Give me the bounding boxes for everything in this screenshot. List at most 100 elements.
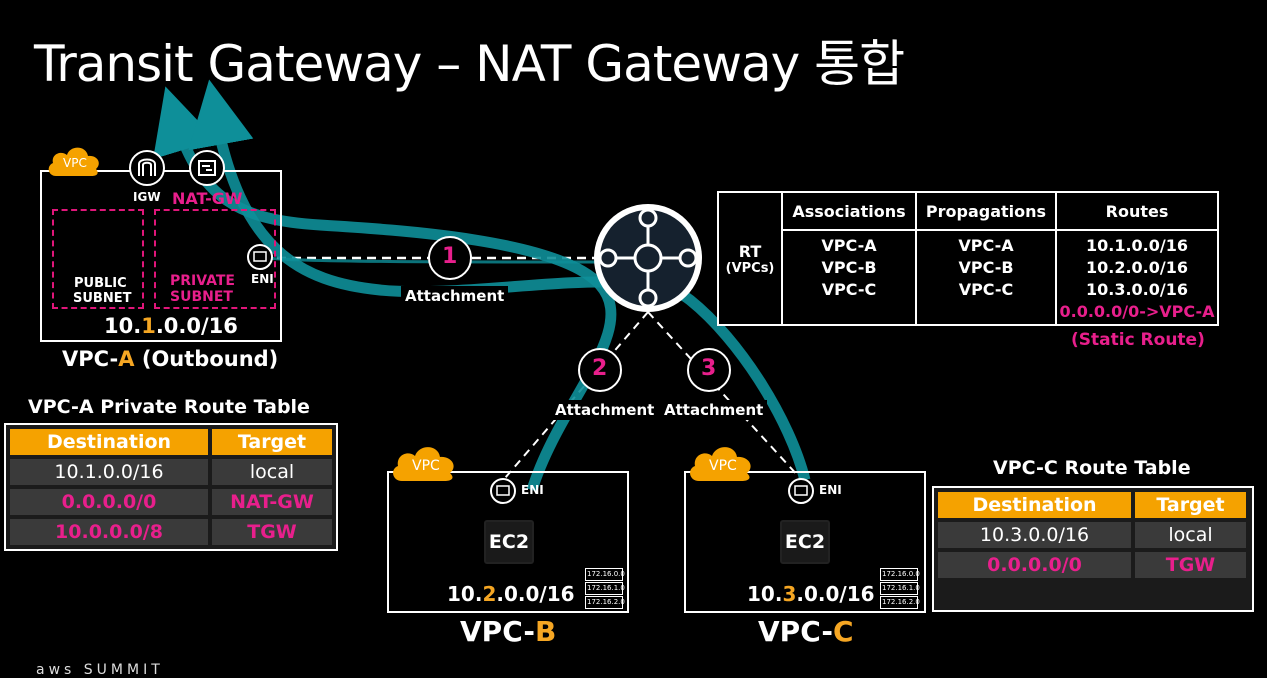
- nat-gateway-icon: [189, 150, 225, 186]
- tgw-associations-cell: VPC-A VPC-B VPC-C: [781, 229, 917, 326]
- vpc-a-rt-dest: 10.1.0.0/16: [10, 459, 208, 485]
- vpc-a-rt-dest: 10.0.0.0/8: [10, 519, 208, 545]
- attachment-line-2: [504, 311, 649, 479]
- vpc-a-rt-target: TGW: [212, 519, 332, 545]
- vpc-b-eni-icon: [490, 478, 516, 504]
- vpc-b-cloud-label: VPC: [412, 458, 440, 474]
- vpc-a-cloud-label: VPC: [63, 156, 87, 170]
- chip-line: 172.16.0.0: [585, 568, 625, 581]
- attachment-circle-2: [578, 348, 622, 392]
- tgw-rt-sub: (VPCs): [725, 260, 775, 276]
- vpc-c-route-table: Destination Target 10.3.0.0/16 local 0.0…: [934, 488, 1250, 582]
- nat-gw-label: NAT-GW: [172, 189, 243, 208]
- tgw-rt-label: RT: [738, 241, 762, 261]
- vpc-b-box: [387, 471, 629, 613]
- vpc-b-subnet-chip: 172.16.0.0 172.16.1.0 172.16.2.0: [585, 568, 625, 609]
- chip-line: 172.16.1.0: [880, 582, 920, 595]
- igw-label: IGW: [133, 190, 161, 204]
- public-subnet-label-1: PUBLIC: [74, 276, 127, 291]
- tgw-static-route: 0.0.0.0/0->VPC-A: [1059, 302, 1215, 321]
- vpc-a-name: VPC-A (Outbound): [62, 347, 279, 371]
- tgw-header-propagations: Propagations: [915, 191, 1057, 231]
- vpc-c-route-table-title: VPC-C Route Table: [993, 457, 1191, 479]
- tgw-route-table: RT (VPCs) Associations Propagations Rout…: [717, 191, 1219, 326]
- attachment-circle-1: [428, 236, 472, 280]
- tgw-header-routes: Routes: [1055, 191, 1219, 231]
- table-row: 0.0.0.0/0 TGW: [938, 552, 1246, 578]
- list-item: VPC-C: [958, 280, 1014, 299]
- chip-line: 172.16.2.0: [880, 596, 920, 609]
- vpc-a-rt-header-target: Target: [212, 429, 332, 455]
- attachment-label-1: Attachment: [401, 286, 509, 306]
- vpc-a-rt-dest: 0.0.0.0/0: [10, 489, 208, 515]
- vpc-c-rt-header-destination: Destination: [938, 492, 1131, 518]
- vpc-c-name: VPC-C: [758, 615, 854, 648]
- table-row: 0.0.0.0/0 NAT-GW: [10, 489, 332, 515]
- private-subnet-box: [154, 209, 276, 309]
- private-subnet-label-1: PRIVATE: [170, 273, 235, 289]
- vpc-b-cloud-icon: [393, 447, 454, 481]
- vpc-a-rt-target: local: [212, 459, 332, 485]
- attachment-line-3: [647, 311, 801, 479]
- tgw-propagations-cell: VPC-A VPC-B VPC-C: [915, 229, 1057, 326]
- attachment-number-1: 1: [442, 244, 458, 269]
- vpc-c-rt-target: TGW: [1135, 552, 1246, 578]
- public-subnet-box: [52, 209, 144, 309]
- list-item: VPC-A: [821, 236, 877, 255]
- public-subnet-label-2: SUBNET: [73, 291, 132, 306]
- tgw-routes-cell: 10.1.0.0/16 10.2.0.0/16 10.3.0.0/16 0.0.…: [1055, 229, 1219, 326]
- vpc-c-eni-label: ENI: [819, 483, 842, 497]
- tgw-static-route-note: (Static Route): [1071, 330, 1205, 350]
- vpc-b-cidr: 10.2.0.0/16: [447, 582, 575, 606]
- vpc-a-eni-label: ENI: [251, 272, 274, 286]
- vpc-c-subnet-chip: 172.16.0.0 172.16.1.0 172.16.2.0: [880, 568, 920, 609]
- igw-icon: [129, 150, 165, 186]
- vpc-a-route-table: Destination Target 10.1.0.0/16 local 0.0…: [4, 423, 338, 551]
- vpc-a-rt-header-destination: Destination: [10, 429, 208, 455]
- vpc-c-cloud-icon: [690, 447, 751, 481]
- attachment-number-3: 3: [701, 356, 717, 381]
- attachment-label-3: Attachment: [660, 400, 768, 420]
- attachment-circle-3: [687, 348, 731, 392]
- list-item: VPC-C: [821, 280, 877, 299]
- list-item: VPC-B: [958, 258, 1014, 277]
- attachment-label-2: Attachment: [551, 400, 659, 420]
- path-vpc-c-to-internet: [188, 79, 811, 482]
- list-item: VPC-A: [958, 236, 1014, 255]
- vpc-b-name: VPC-B: [460, 615, 557, 648]
- transit-gateway-icon: [594, 204, 702, 312]
- vpc-c-ec2-icon: EC2: [780, 520, 830, 564]
- tgw-rt-label-cell: RT (VPCs): [717, 191, 783, 326]
- vpc-a-route-table-title: VPC-A Private Route Table: [28, 396, 310, 418]
- attachment-number-2: 2: [592, 356, 608, 381]
- page-title: Transit Gateway – NAT Gateway 통합: [34, 35, 905, 93]
- vpc-c-eni-icon: [788, 478, 814, 504]
- list-item: VPC-B: [821, 258, 877, 277]
- vpc-c-cidr: 10.3.0.0/16: [747, 582, 875, 606]
- chip-line: 172.16.0.0: [880, 568, 920, 581]
- vpc-a-cidr: 10.1.0.0/16: [104, 314, 238, 338]
- vpc-c-box: [684, 471, 926, 613]
- vpc-a-eni-icon: [247, 244, 273, 270]
- table-row: 10.1.0.0/16 local: [10, 459, 332, 485]
- private-subnet-label-2: SUBNET: [170, 289, 233, 305]
- vpc-c-rt-dest: 10.3.0.0/16: [938, 522, 1131, 548]
- chip-line: 172.16.2.0: [585, 596, 625, 609]
- list-item: 10.2.0.0/16: [1085, 258, 1188, 277]
- chip-line: 172.16.1.0: [585, 582, 625, 595]
- list-item: 10.1.0.0/16: [1085, 236, 1188, 255]
- vpc-b-eni-label: ENI: [521, 483, 544, 497]
- vpc-b-ec2-icon: EC2: [484, 520, 534, 564]
- vpc-c-rt-dest: 0.0.0.0/0: [938, 552, 1131, 578]
- vpc-c-rt-header-target: Target: [1135, 492, 1246, 518]
- tgw-header-associations: Associations: [781, 191, 917, 231]
- list-item: 10.3.0.0/16: [1085, 280, 1188, 299]
- footer-logo: aws SUMMIT: [36, 662, 164, 678]
- vpc-a-rt-target: NAT-GW: [212, 489, 332, 515]
- table-row: 10.3.0.0/16 local: [938, 522, 1246, 548]
- table-row: 10.0.0.0/8 TGW: [10, 519, 332, 545]
- vpc-c-cloud-label: VPC: [709, 458, 737, 474]
- vpc-c-rt-target: local: [1135, 522, 1246, 548]
- vpc-a-cloud-icon: [48, 147, 99, 176]
